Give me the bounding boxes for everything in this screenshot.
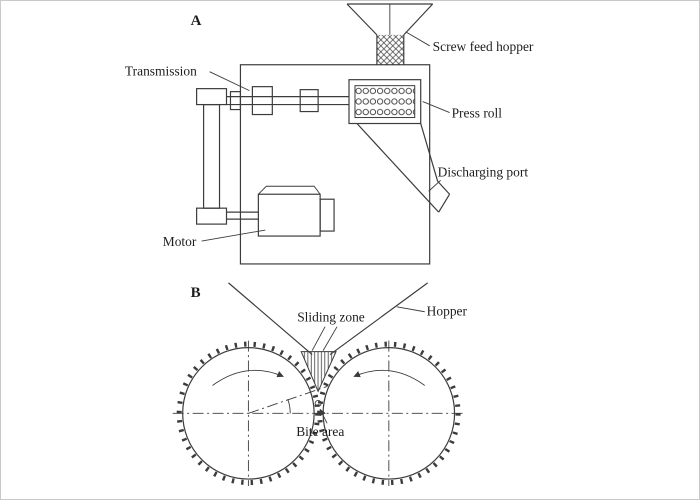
- belt-drive: [196, 88, 259, 225]
- press-roll-label: Press roll: [452, 106, 503, 121]
- leader-lines-b: [311, 306, 425, 351]
- transmission-label: Transmission: [125, 64, 197, 79]
- discharging-chute: [356, 123, 451, 213]
- hopper-label: Hopper: [427, 304, 468, 319]
- panel-a-label: A: [191, 13, 202, 29]
- feed-hopper-walls: [228, 282, 429, 356]
- bite-area-label: Bite area: [296, 424, 344, 439]
- sliding-zone-label: Sliding zone: [297, 310, 365, 325]
- angle-arc: [287, 399, 291, 414]
- discharging-port-label: Discharging port: [438, 164, 529, 179]
- machine-body: [239, 64, 431, 265]
- screw-feed-hopper-label: Screw feed hopper: [433, 39, 534, 54]
- press-roll-assembly: [348, 79, 422, 125]
- screw-channel-hatch: [376, 34, 404, 65]
- bite-point: [314, 399, 322, 407]
- panel-a: A: [125, 3, 534, 265]
- panel-b: B: [172, 282, 468, 487]
- sliding-zone-hatch: [300, 351, 337, 393]
- motor-body: [257, 185, 335, 237]
- centerlines: [172, 340, 465, 487]
- motor-label: Motor: [163, 234, 197, 249]
- rotation-arrow-left: [212, 369, 284, 386]
- transmission-shaft: [226, 86, 350, 116]
- bite-area-arrow: [319, 408, 328, 424]
- leader-lines-a: [201, 31, 450, 242]
- screw-feed-hopper-funnel: [346, 3, 434, 65]
- panel-b-label: B: [191, 285, 201, 301]
- rotation-arrow-right: [353, 369, 425, 386]
